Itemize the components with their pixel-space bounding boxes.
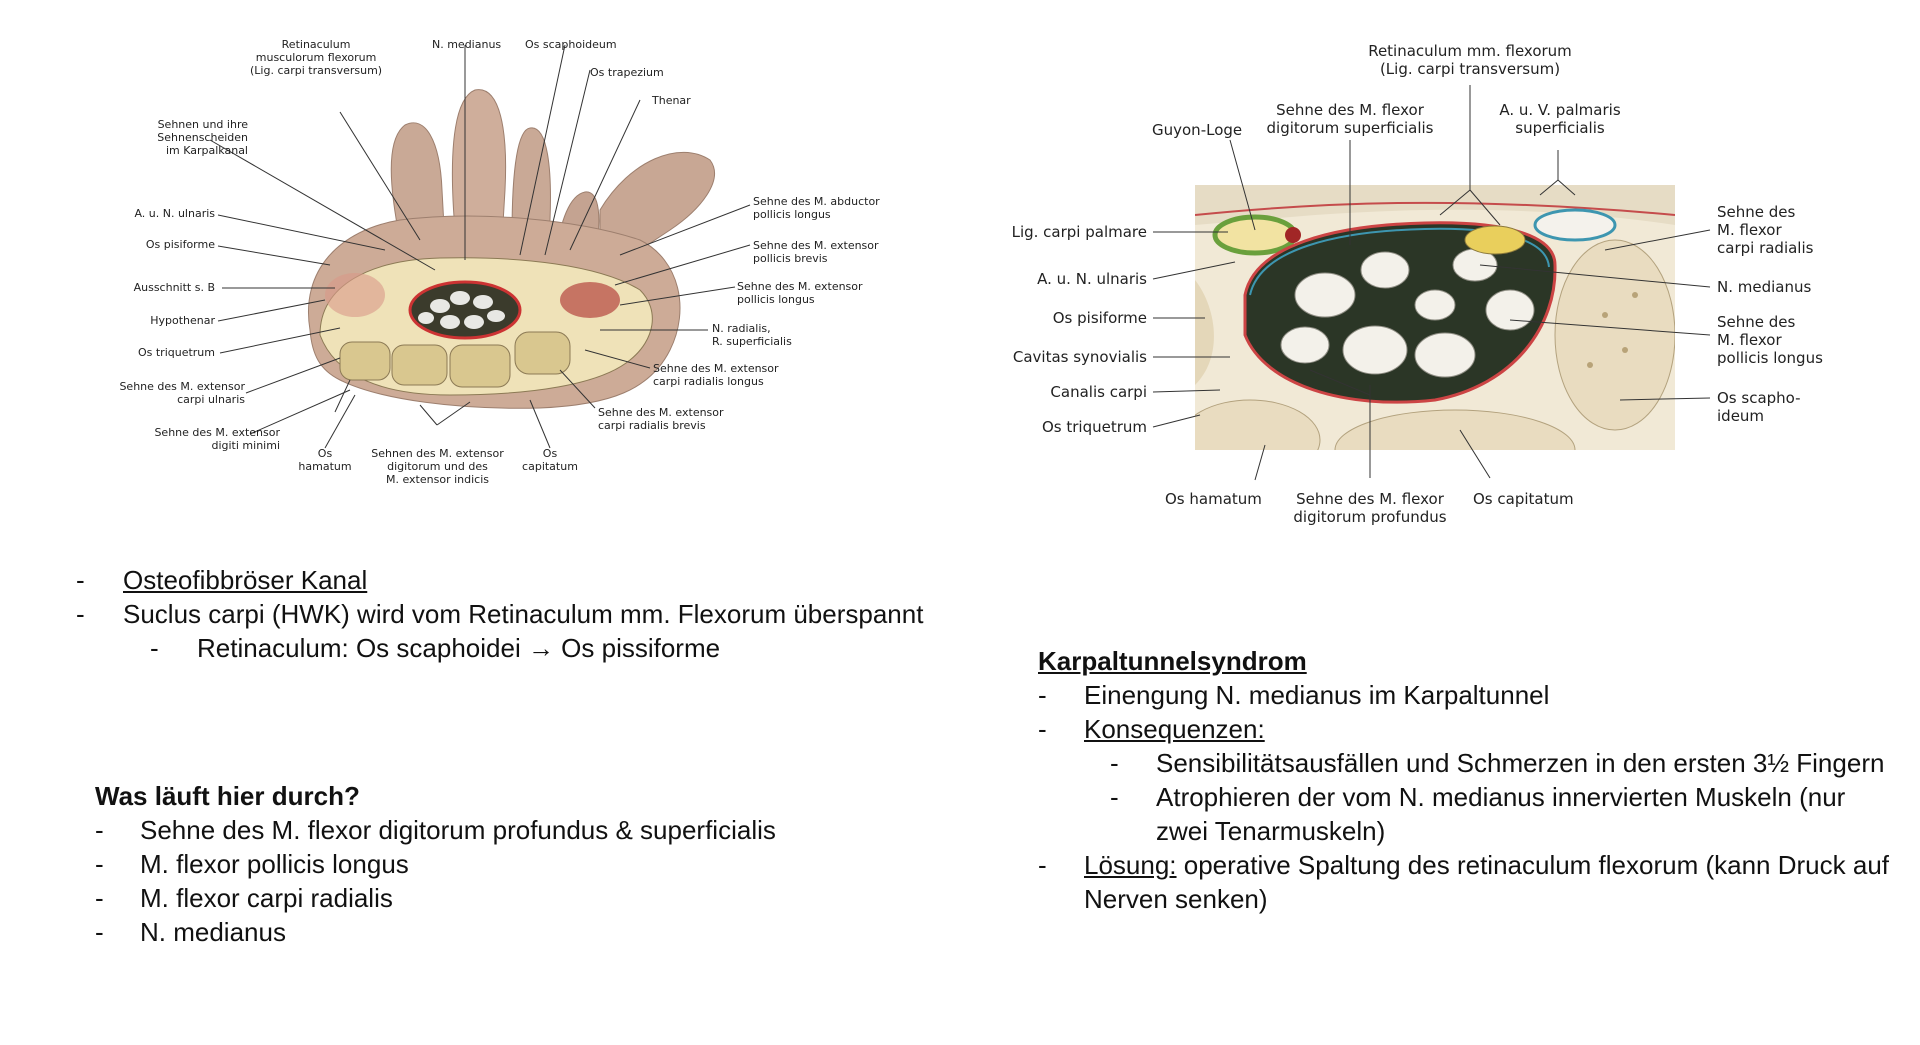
- bullet-dash: -: [1038, 680, 1047, 710]
- note-loesung: Lösung: operative Spaltung des retinacul…: [1084, 850, 1890, 880]
- note-osteofibroeser-kanal: Osteofibbröser Kanal: [123, 565, 368, 595]
- bullet-dash: -: [1038, 850, 1047, 880]
- bullet-dash: -: [95, 849, 104, 879]
- label-ausschnitt: Ausschnitt s. B: [133, 281, 215, 294]
- label-sehnen-scheiden: Sehnen und ihre Sehnenscheiden im Karpal…: [157, 118, 248, 158]
- note-sensibilitaet: Sensibilitätsausfällen und Schmerzen in …: [1156, 748, 1885, 778]
- bullet-dash: -: [1110, 748, 1119, 778]
- bullet-dash: -: [76, 565, 85, 595]
- list-item: Sehne des M. flexor digitorum profundus …: [140, 815, 776, 845]
- label-n-medianus-right: N. medianus: [1717, 278, 1812, 296]
- list-item: M. flexor pollicis longus: [140, 849, 409, 879]
- label-n-medianus: N. medianus: [432, 38, 502, 51]
- heading-karpaltunnelsyndrom: Karpaltunnelsyndrom: [1038, 646, 1307, 676]
- label-ext-poll-longus: Sehne des M. extensor pollicis longus: [737, 280, 863, 307]
- note-einengung: Einengung N. medianus im Karpaltunnel: [1084, 680, 1550, 710]
- list-item: M. flexor carpi radialis: [140, 883, 393, 913]
- label-ext-carpi-rad-longus: Sehne des M. extensor carpi radialis lon…: [653, 362, 779, 389]
- label-retinaculum-top: Retinaculum mm. flexorum (Lig. carpi tra…: [1368, 42, 1572, 78]
- note-sulcus-carpi: Suclus carpi (HWK) wird vom Retinaculum …: [123, 599, 924, 629]
- label-os-hamatum-right: Os hamatum: [1165, 490, 1262, 508]
- heading-was-laeuft: Was läuft hier durch?: [95, 781, 360, 811]
- bullet-dash: -: [95, 815, 104, 845]
- label-os-pisiforme-right: Os pisiforme: [1052, 309, 1147, 327]
- label-ext-digitorum: Sehnen des M. extensor digitorum und des…: [371, 447, 504, 487]
- label-os-triquetrum-right: Os triquetrum: [1041, 418, 1147, 436]
- label-ext-digiti-minimi: Sehne des M. extensor digiti minimi: [154, 426, 280, 453]
- label-retinaculum: Retinaculum musculorum flexorum (Lig. ca…: [250, 38, 383, 78]
- label-abductor-poll-longus: Sehne des M. abductor pollicis longus: [753, 195, 880, 222]
- carpal-tunnel-detail-illustration: [1195, 185, 1675, 450]
- label-hypothenar: Hypothenar: [150, 314, 215, 327]
- label-os-scaphoideum: Os scaphoideum: [525, 38, 617, 51]
- label-canalis-carpi: Canalis carpi: [1050, 383, 1147, 401]
- label-os-capitatum-right: Os capitatum: [1473, 490, 1574, 508]
- label-ext-carpi-ulnaris: Sehne des M. extensor carpi ulnaris: [119, 380, 245, 407]
- label-lig-carpi-palmare: Lig. carpi palmare: [1011, 223, 1147, 241]
- label-a-n-ulnaris-left: A. u. N. ulnaris: [134, 207, 215, 220]
- note-retinaculum: Retinaculum: Os scaphoidei → Os pissifor…: [197, 633, 721, 663]
- label-guyon-loge: Guyon-Loge: [1152, 121, 1243, 139]
- note-loesung-cont: Nerven senken): [1084, 884, 1268, 914]
- label-cavitas-synovialis: Cavitas synovialis: [1012, 348, 1147, 366]
- label-os-hamatum-left: Os hamatum: [298, 447, 352, 474]
- label-flexor-carpi-radialis: Sehne des M. flexor carpi radialis: [1717, 203, 1814, 257]
- label-a-v-palmaris: A. u. V. palmaris superficialis: [1499, 101, 1621, 137]
- label-os-triquetrum-left: Os triquetrum: [137, 346, 215, 359]
- label-ext-poll-brevis: Sehne des M. extensor pollicis brevis: [753, 239, 879, 266]
- label-ext-carpi-rad-brevis: Sehne des M. extensor carpi radialis bre…: [598, 406, 724, 433]
- label-os-capitatum-left: Os capitatum: [522, 447, 578, 474]
- label-a-n-ulnaris-right: A. u. N. ulnaris: [1037, 270, 1147, 288]
- bullet-dash: -: [95, 917, 104, 947]
- list-item: N. medianus: [140, 917, 286, 947]
- bullet-dash: -: [76, 599, 85, 629]
- label-n-radialis: N. radialis, R. superficialis: [712, 322, 792, 349]
- label-flexor-superficialis: Sehne des M. flexor digitorum superficia…: [1266, 101, 1434, 137]
- label-os-scaphoideum-right: Os scapho- ideum: [1717, 389, 1801, 425]
- label-flexor-profundus: Sehne des M. flexor digitorum profundus: [1293, 490, 1447, 526]
- label-os-trapezium: Os trapezium: [590, 66, 664, 79]
- note-konsequenzen: Konsequenzen:: [1084, 714, 1265, 744]
- note-atrophieren-cont: zwei Tenarmuskeln): [1156, 816, 1386, 846]
- bullet-dash: -: [1038, 714, 1047, 744]
- label-os-pisiforme-left: Os pisiforme: [145, 238, 215, 251]
- bullet-dash: -: [150, 633, 159, 663]
- label-flexor-poll-longus: Sehne des M. flexor pollicis longus: [1717, 313, 1823, 367]
- label-thenar: Thenar: [652, 94, 691, 107]
- bullet-dash: -: [1110, 782, 1119, 812]
- bullet-dash: -: [95, 883, 104, 913]
- note-atrophieren: Atrophieren der vom N. medianus innervie…: [1156, 782, 1846, 812]
